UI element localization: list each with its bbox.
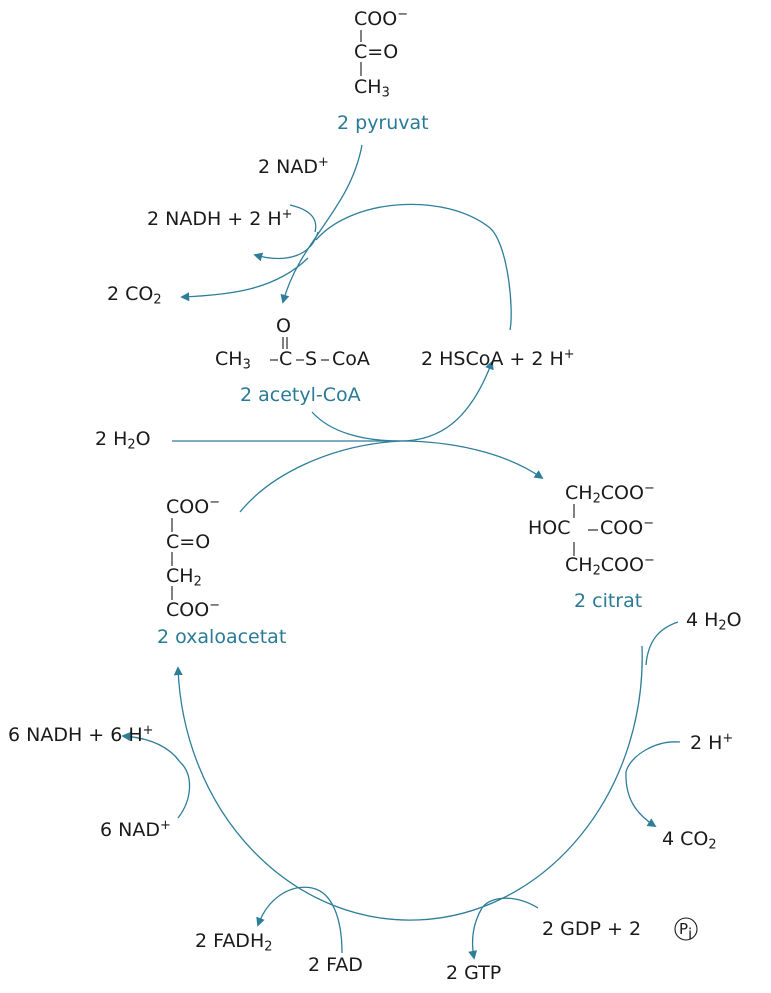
- water4-label: 4 H2O: [686, 609, 742, 634]
- acetyl-coa-carbon: C: [279, 348, 293, 370]
- water-in-label: 2 H2O: [95, 428, 151, 453]
- arrow-nadh6-out: [121, 732, 181, 763]
- co2-out-label: 2 CO2: [107, 283, 162, 308]
- arrow-gdp-in: [481, 897, 539, 909]
- acetyl-coa-coa: CoA: [332, 348, 370, 370]
- co2-4-label: 4 CO2: [662, 828, 717, 853]
- arrow-co2-4-out: [625, 771, 657, 827]
- arrow-co2-out: [180, 257, 309, 302]
- arrow-nad6-in: [177, 761, 191, 819]
- citrate-row2-hoc: HOC: [528, 517, 571, 539]
- acetyl-coa-oxygen: O: [276, 315, 291, 337]
- fadh2-label: 2 FADH2: [195, 930, 273, 955]
- arrow-h-out: [625, 741, 681, 773]
- arrow-to-hscoa: [399, 360, 494, 442]
- arrow-nad-in: [289, 204, 317, 233]
- citrate-row2-coo: COO−: [600, 515, 655, 539]
- arrow-fad-in: [311, 887, 343, 954]
- citrate-row3: CH2COO−: [565, 552, 655, 579]
- acetyl-coa-ch3: CH3: [215, 348, 251, 373]
- nad-in-label: 2 NAD+: [258, 154, 329, 178]
- nad6-label: 6 NAD+: [100, 817, 171, 841]
- gdp-label: 2 GDP + 2: [542, 918, 642, 940]
- acetyl-coa-name: 2 acetyl-CoA: [240, 384, 361, 406]
- pi-letter: P: [679, 920, 688, 938]
- arrow-oxaloacetate-to-center: [239, 440, 401, 513]
- pyruvate-row1: COO−: [354, 6, 409, 30]
- arrow-pyruvate-to-acetyl-coa: [280, 144, 363, 304]
- fad-label: 2 FAD: [308, 954, 363, 976]
- hscoa-label: 2 HSCoA + 2 H+: [421, 346, 575, 370]
- oxaloacetate-row4: COO−: [166, 597, 221, 621]
- citrate-bonds: [573, 504, 598, 556]
- oxaloacetate-row1: COO−: [166, 494, 221, 518]
- citrate-name: 2 citrat: [574, 590, 643, 612]
- oxaloacetate-row3: CH2: [166, 565, 202, 590]
- phosphate-symbol: P i: [674, 917, 698, 943]
- gtp-label: 2 GTP: [446, 962, 502, 984]
- pi-subscript: i: [688, 925, 692, 943]
- pyruvate-name: 2 pyruvat: [337, 112, 429, 134]
- acetyl-coa-sulfur: S: [305, 348, 318, 370]
- arrow-nadh-out: [253, 231, 319, 262]
- pyruvate-row3: CH3: [354, 76, 390, 101]
- acetyl-coa-bonds: [270, 337, 329, 361]
- arrow-to-citrate: [399, 440, 544, 480]
- arrow-acetyl-coa-to-center: [311, 411, 401, 442]
- oxaloacetate-row2: C=O: [166, 531, 211, 553]
- citrate-row1: CH2COO−: [565, 480, 655, 507]
- pyruvate-row2: C=O: [354, 41, 399, 63]
- nadh6-label: 6 NADH + 6 H+: [8, 722, 154, 746]
- arrow-fadh2-out: [256, 886, 313, 927]
- oxaloacetate-name: 2 oxaloacetat: [157, 626, 287, 648]
- arrow-water4-in: [645, 621, 679, 666]
- h-out-label: 2 H+: [690, 730, 734, 754]
- cycle-main-arc: [173, 645, 643, 921]
- nadh-out-label: 2 NADH + 2 H+: [147, 206, 293, 230]
- arrow-gtp-out: [468, 907, 483, 960]
- arrow-hscoa-loop: [315, 203, 512, 331]
